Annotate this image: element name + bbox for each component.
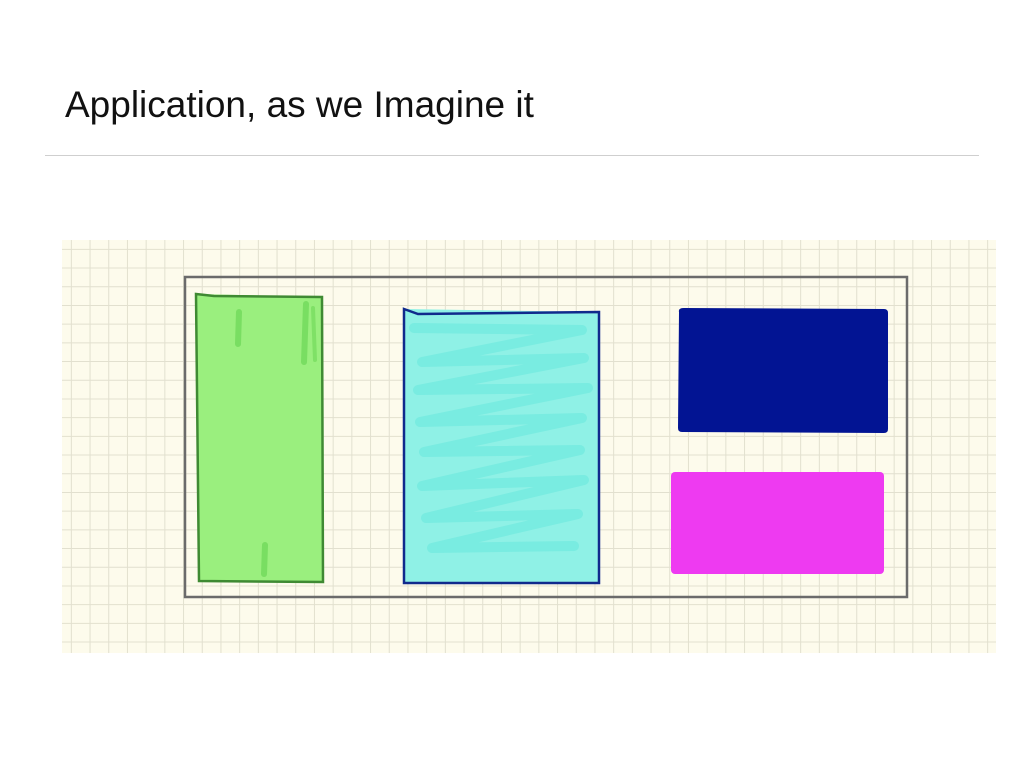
magenta-panel <box>671 472 884 574</box>
green-highlight-stroke <box>311 306 317 362</box>
cyan-panel <box>402 307 601 585</box>
green-panel-outline <box>194 292 325 584</box>
green-highlight-stroke <box>235 309 242 347</box>
cyan-panel-outline <box>402 307 601 585</box>
navy-panel <box>678 308 888 433</box>
cyan-panel-fill <box>404 309 599 583</box>
application-frame <box>183 275 909 599</box>
title-divider <box>45 155 979 156</box>
sketch-canvas <box>62 240 996 653</box>
green-highlight-stroke <box>301 301 309 365</box>
cyan-scribble-shading <box>409 323 593 553</box>
green-highlight-stroke <box>261 542 268 577</box>
green-panel-fill <box>196 294 323 582</box>
green-panel <box>194 292 325 584</box>
slide-title: Application, as we Imagine it <box>65 84 534 125</box>
wireframe-sketch <box>62 240 996 653</box>
